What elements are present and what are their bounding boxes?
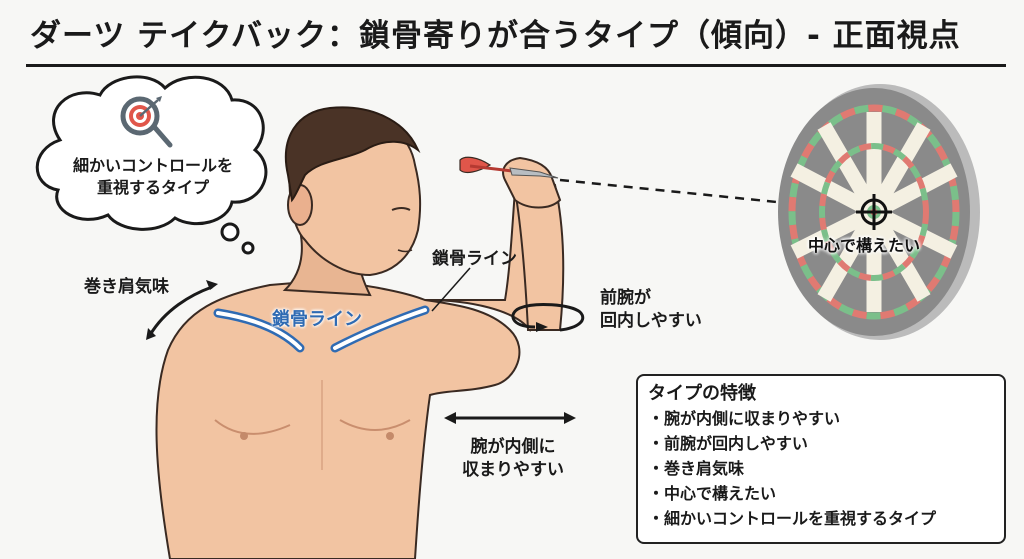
features-title: タイプの特徴 <box>648 383 756 404</box>
thought-bubble <box>35 75 268 255</box>
feature-item: 細かいコントロールを重視するタイプ <box>648 506 994 531</box>
thought-line-2: 重視するタイプ <box>96 178 209 197</box>
target-magnifier-icon <box>120 96 173 148</box>
clavicle-callout-line <box>431 267 471 312</box>
clavicle-line-callout-label: 鎖骨ライン <box>432 249 517 269</box>
arm-inward-line-1: 腕が内側に <box>470 437 556 457</box>
feature-item: 腕が内側に収まりやすい <box>648 406 994 431</box>
rounded-shoulders-label: 巻き肩気味 <box>84 277 169 297</box>
features-list: 腕が内側に収まりやすい 前腕が回内しやすい 巻き肩気味 中心で構えたい 細かいコ… <box>648 406 994 531</box>
forearm-pronation-line-1: 前腕が <box>600 288 651 308</box>
rounded-shoulders-arrow <box>146 280 218 340</box>
feature-item: 前腕が回内しやすい <box>648 431 994 456</box>
crosshair-icon <box>856 194 892 230</box>
thought-bubble-text: 細かいコントロールを 重視するタイプ <box>58 155 248 199</box>
player-figure <box>155 106 565 559</box>
thought-line-1: 細かいコントロールを <box>72 156 233 175</box>
arm-inward-label: 腕が内側に 収まりやすい <box>462 436 564 482</box>
clavicle-line-body-label: 鎖骨ライン <box>272 309 362 330</box>
forearm-pronation-label: 前腕が 回内しやすい <box>600 287 702 333</box>
forearm-rotation-arrow <box>511 303 585 332</box>
page-title: ダーツ テイクバック：鎖骨寄りが合うタイプ（傾向）- 正面視点 <box>30 18 961 54</box>
features-box: タイプの特徴 腕が内側に収まりやすい 前腕が回内しやすい 巻き肩気味 中心で構え… <box>636 374 1006 544</box>
forearm-pronation-line-2: 回内しやすい <box>600 311 702 331</box>
dart-icon <box>459 156 559 179</box>
clavicle-highlight <box>213 305 430 353</box>
title-divider <box>26 64 1006 67</box>
arm-inward-arrow <box>444 412 576 424</box>
arm-inward-line-2: 収まりやすい <box>462 460 564 480</box>
aim-center-label: 中心で構えたい <box>808 236 921 255</box>
feature-item: 巻き肩気味 <box>648 456 994 481</box>
feature-item: 中心で構えたい <box>648 481 994 506</box>
